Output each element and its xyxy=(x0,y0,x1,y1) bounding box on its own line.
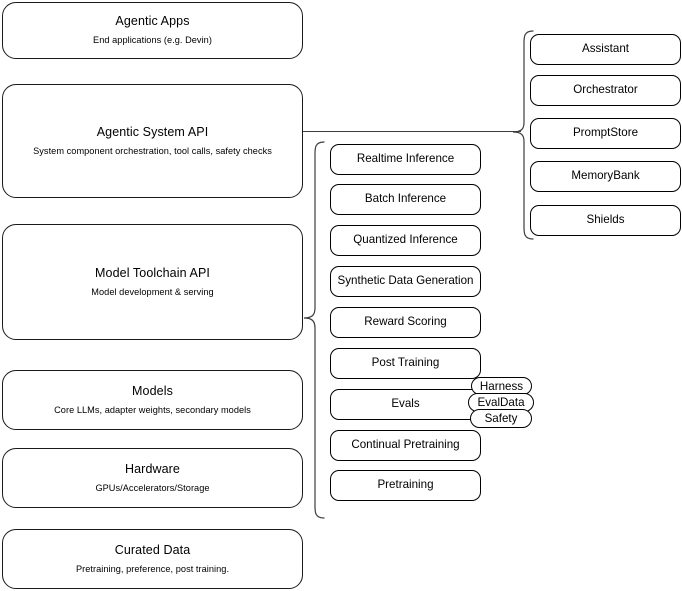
item-continual-pretraining[interactable]: Continual Pretraining xyxy=(330,430,481,461)
item-synthetic-data-generation[interactable]: Synthetic Data Generation xyxy=(330,266,481,297)
item-assistant[interactable]: Assistant xyxy=(530,34,681,65)
item-label: Realtime Inference xyxy=(356,152,455,166)
layer-title: Agentic Apps xyxy=(115,14,190,29)
item-label: Post Training xyxy=(371,356,440,370)
layer-title: Agentic System API xyxy=(96,124,209,139)
layer-subtitle: System component orchestration, tool cal… xyxy=(33,145,272,156)
item-label: Shields xyxy=(586,213,625,227)
item-orchestrator[interactable]: Orchestrator xyxy=(530,75,681,106)
item-shields[interactable]: Shields xyxy=(530,205,681,236)
layer-subtitle: Core LLMs, adapter weights, secondary mo… xyxy=(54,404,251,415)
connector-system-api-to-components xyxy=(303,131,521,133)
item-label: Continual Pretraining xyxy=(351,438,460,452)
layer-curated-data[interactable]: Curated Data Pretraining, preference, po… xyxy=(2,529,303,589)
item-quantized-inference[interactable]: Quantized Inference xyxy=(330,225,481,256)
pill-label: EvalData xyxy=(477,396,525,409)
item-reward-scoring[interactable]: Reward Scoring xyxy=(330,307,481,338)
brace-toolchain xyxy=(302,140,326,520)
pill-evaldata[interactable]: EvalData xyxy=(468,393,534,412)
layer-title: Model Toolchain API xyxy=(95,265,210,280)
item-label: Orchestrator xyxy=(573,83,638,97)
item-label: Quantized Inference xyxy=(353,233,458,247)
layer-title: Hardware xyxy=(125,461,180,476)
layer-subtitle: GPUs/Accelerators/Storage xyxy=(95,482,210,493)
layer-title: Curated Data xyxy=(114,542,191,557)
item-label: Batch Inference xyxy=(364,192,447,206)
item-realtime-inference[interactable]: Realtime Inference xyxy=(330,144,481,175)
item-label: Synthetic Data Generation xyxy=(337,274,474,288)
item-pretraining[interactable]: Pretraining xyxy=(330,470,481,501)
layer-models[interactable]: Models Core LLMs, adapter weights, secon… xyxy=(2,370,303,430)
pill-label: Harness xyxy=(479,379,524,393)
item-evals[interactable]: Evals xyxy=(330,389,481,420)
layer-subtitle: Model development & serving xyxy=(91,286,214,297)
item-batch-inference[interactable]: Batch Inference xyxy=(330,184,481,215)
item-label: Reward Scoring xyxy=(364,315,447,329)
layer-title: Models xyxy=(132,383,173,398)
layer-hardware[interactable]: Hardware GPUs/Accelerators/Storage xyxy=(2,448,303,508)
item-post-training[interactable]: Post Training xyxy=(330,348,481,379)
item-memorybank[interactable]: MemoryBank xyxy=(530,161,681,192)
layer-model-toolchain-api[interactable]: Model Toolchain API Model development & … xyxy=(2,224,303,340)
brace-system-components xyxy=(511,29,535,243)
pill-safety[interactable]: Safety xyxy=(470,409,532,428)
layer-subtitle: Pretraining, preference, post training. xyxy=(75,563,230,574)
layer-agentic-system-api[interactable]: Agentic System API System component orch… xyxy=(2,84,303,198)
item-label: Assistant xyxy=(581,42,630,56)
item-label: Evals xyxy=(391,397,420,411)
item-promptstore[interactable]: PromptStore xyxy=(530,118,681,149)
layer-subtitle: End applications (e.g. Devin) xyxy=(93,35,212,46)
layer-agentic-apps[interactable]: Agentic Apps End applications (e.g. Devi… xyxy=(2,2,303,59)
pill-label: Safety xyxy=(484,412,518,425)
item-label: Pretraining xyxy=(377,478,434,492)
item-label: MemoryBank xyxy=(571,169,640,183)
item-label: PromptStore xyxy=(572,126,639,140)
